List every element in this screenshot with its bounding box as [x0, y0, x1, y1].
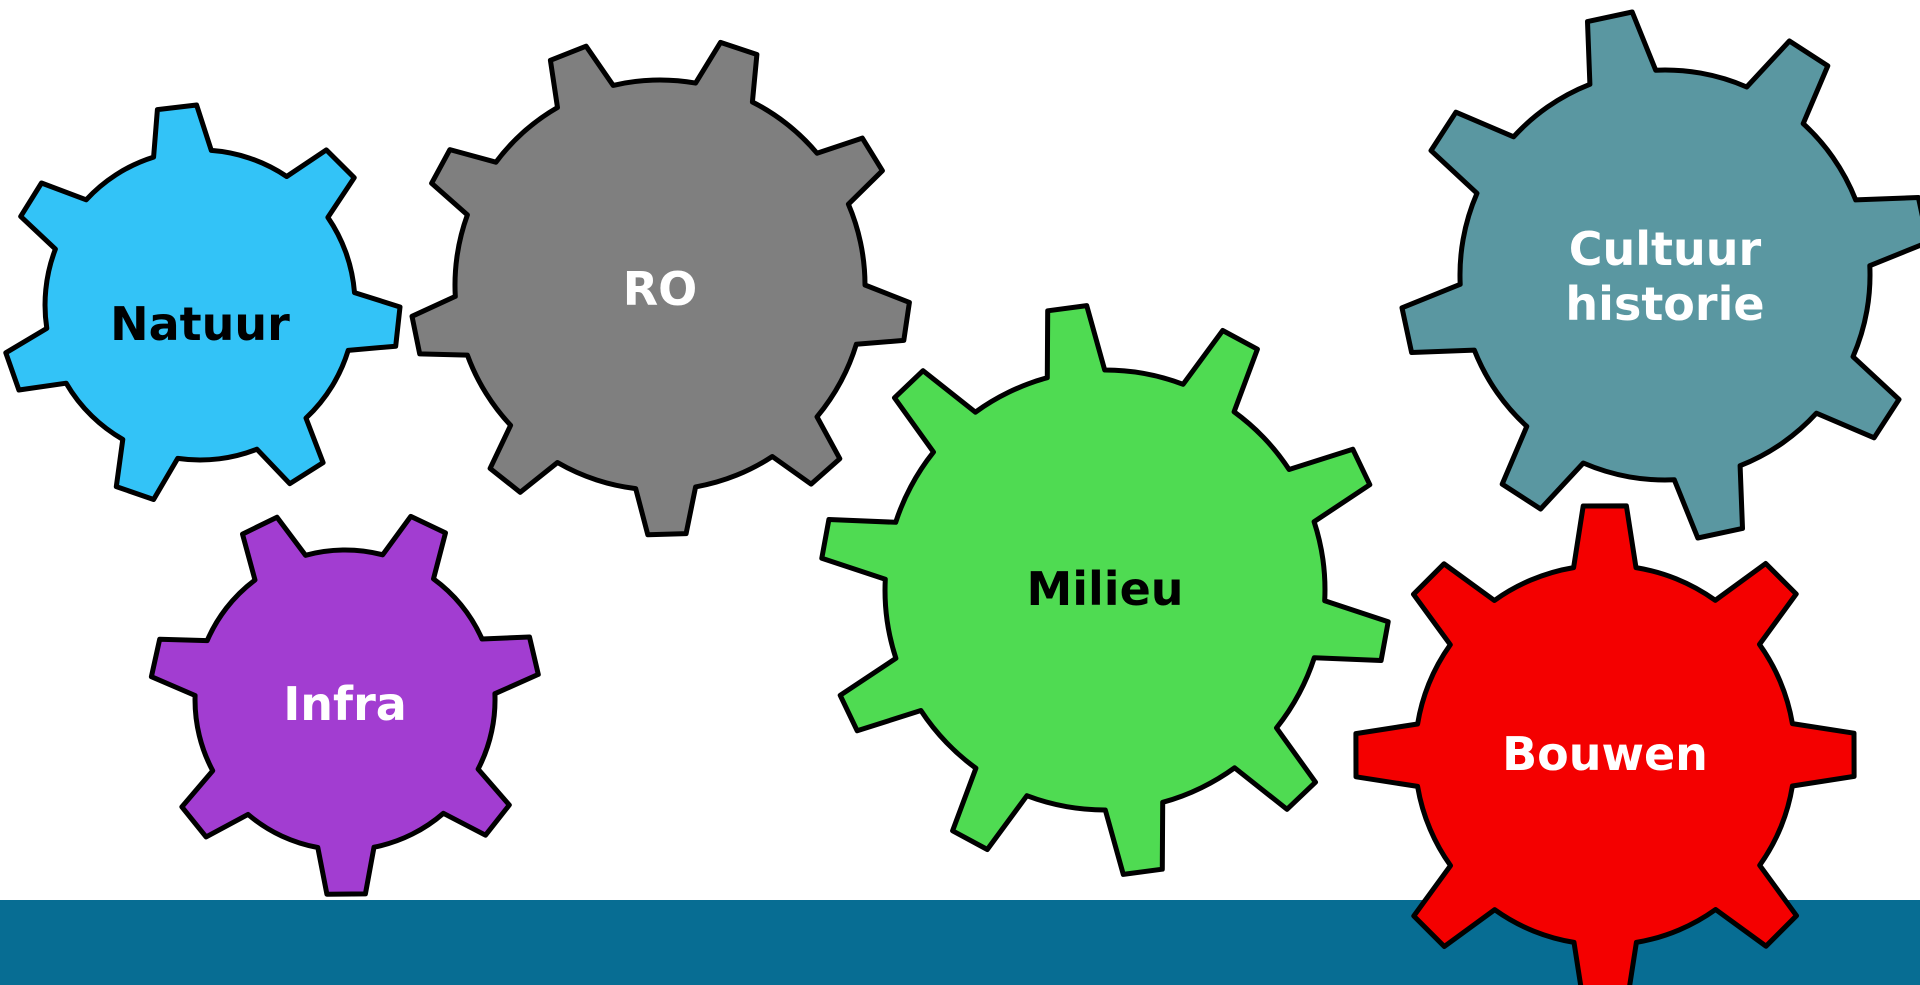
gear-bouwen: Bouwen: [1353, 503, 1857, 985]
gear-cultuurhistorie: Cultuur historie: [1399, 9, 1920, 541]
gear-cultuurhistorie-label-line2: historie: [1565, 277, 1764, 331]
gear-milieu-label: Milieu: [1026, 562, 1183, 616]
gear-infra-body: [148, 513, 541, 897]
gear-milieu: Milieu: [819, 303, 1391, 877]
gear-cultuurhistorie-body: [1399, 9, 1920, 541]
gear-milieu-body: [819, 303, 1391, 877]
gear-natuur-body: [3, 102, 403, 502]
gear-bouwen-body: [1353, 503, 1857, 985]
gear-ro-label: RO: [623, 262, 698, 316]
gear-infra-label: Infra: [283, 677, 407, 731]
gear-cultuurhistorie-label: Cultuur: [1569, 222, 1762, 276]
gear-bouwen-label: Bouwen: [1502, 727, 1708, 781]
gear-infra: Infra: [148, 513, 541, 897]
gear-natuur-label: Natuur: [110, 297, 290, 351]
gear-ro: RO: [409, 39, 912, 538]
gear-natuur: Natuur: [3, 102, 403, 502]
gear-ro-body: [409, 39, 912, 538]
